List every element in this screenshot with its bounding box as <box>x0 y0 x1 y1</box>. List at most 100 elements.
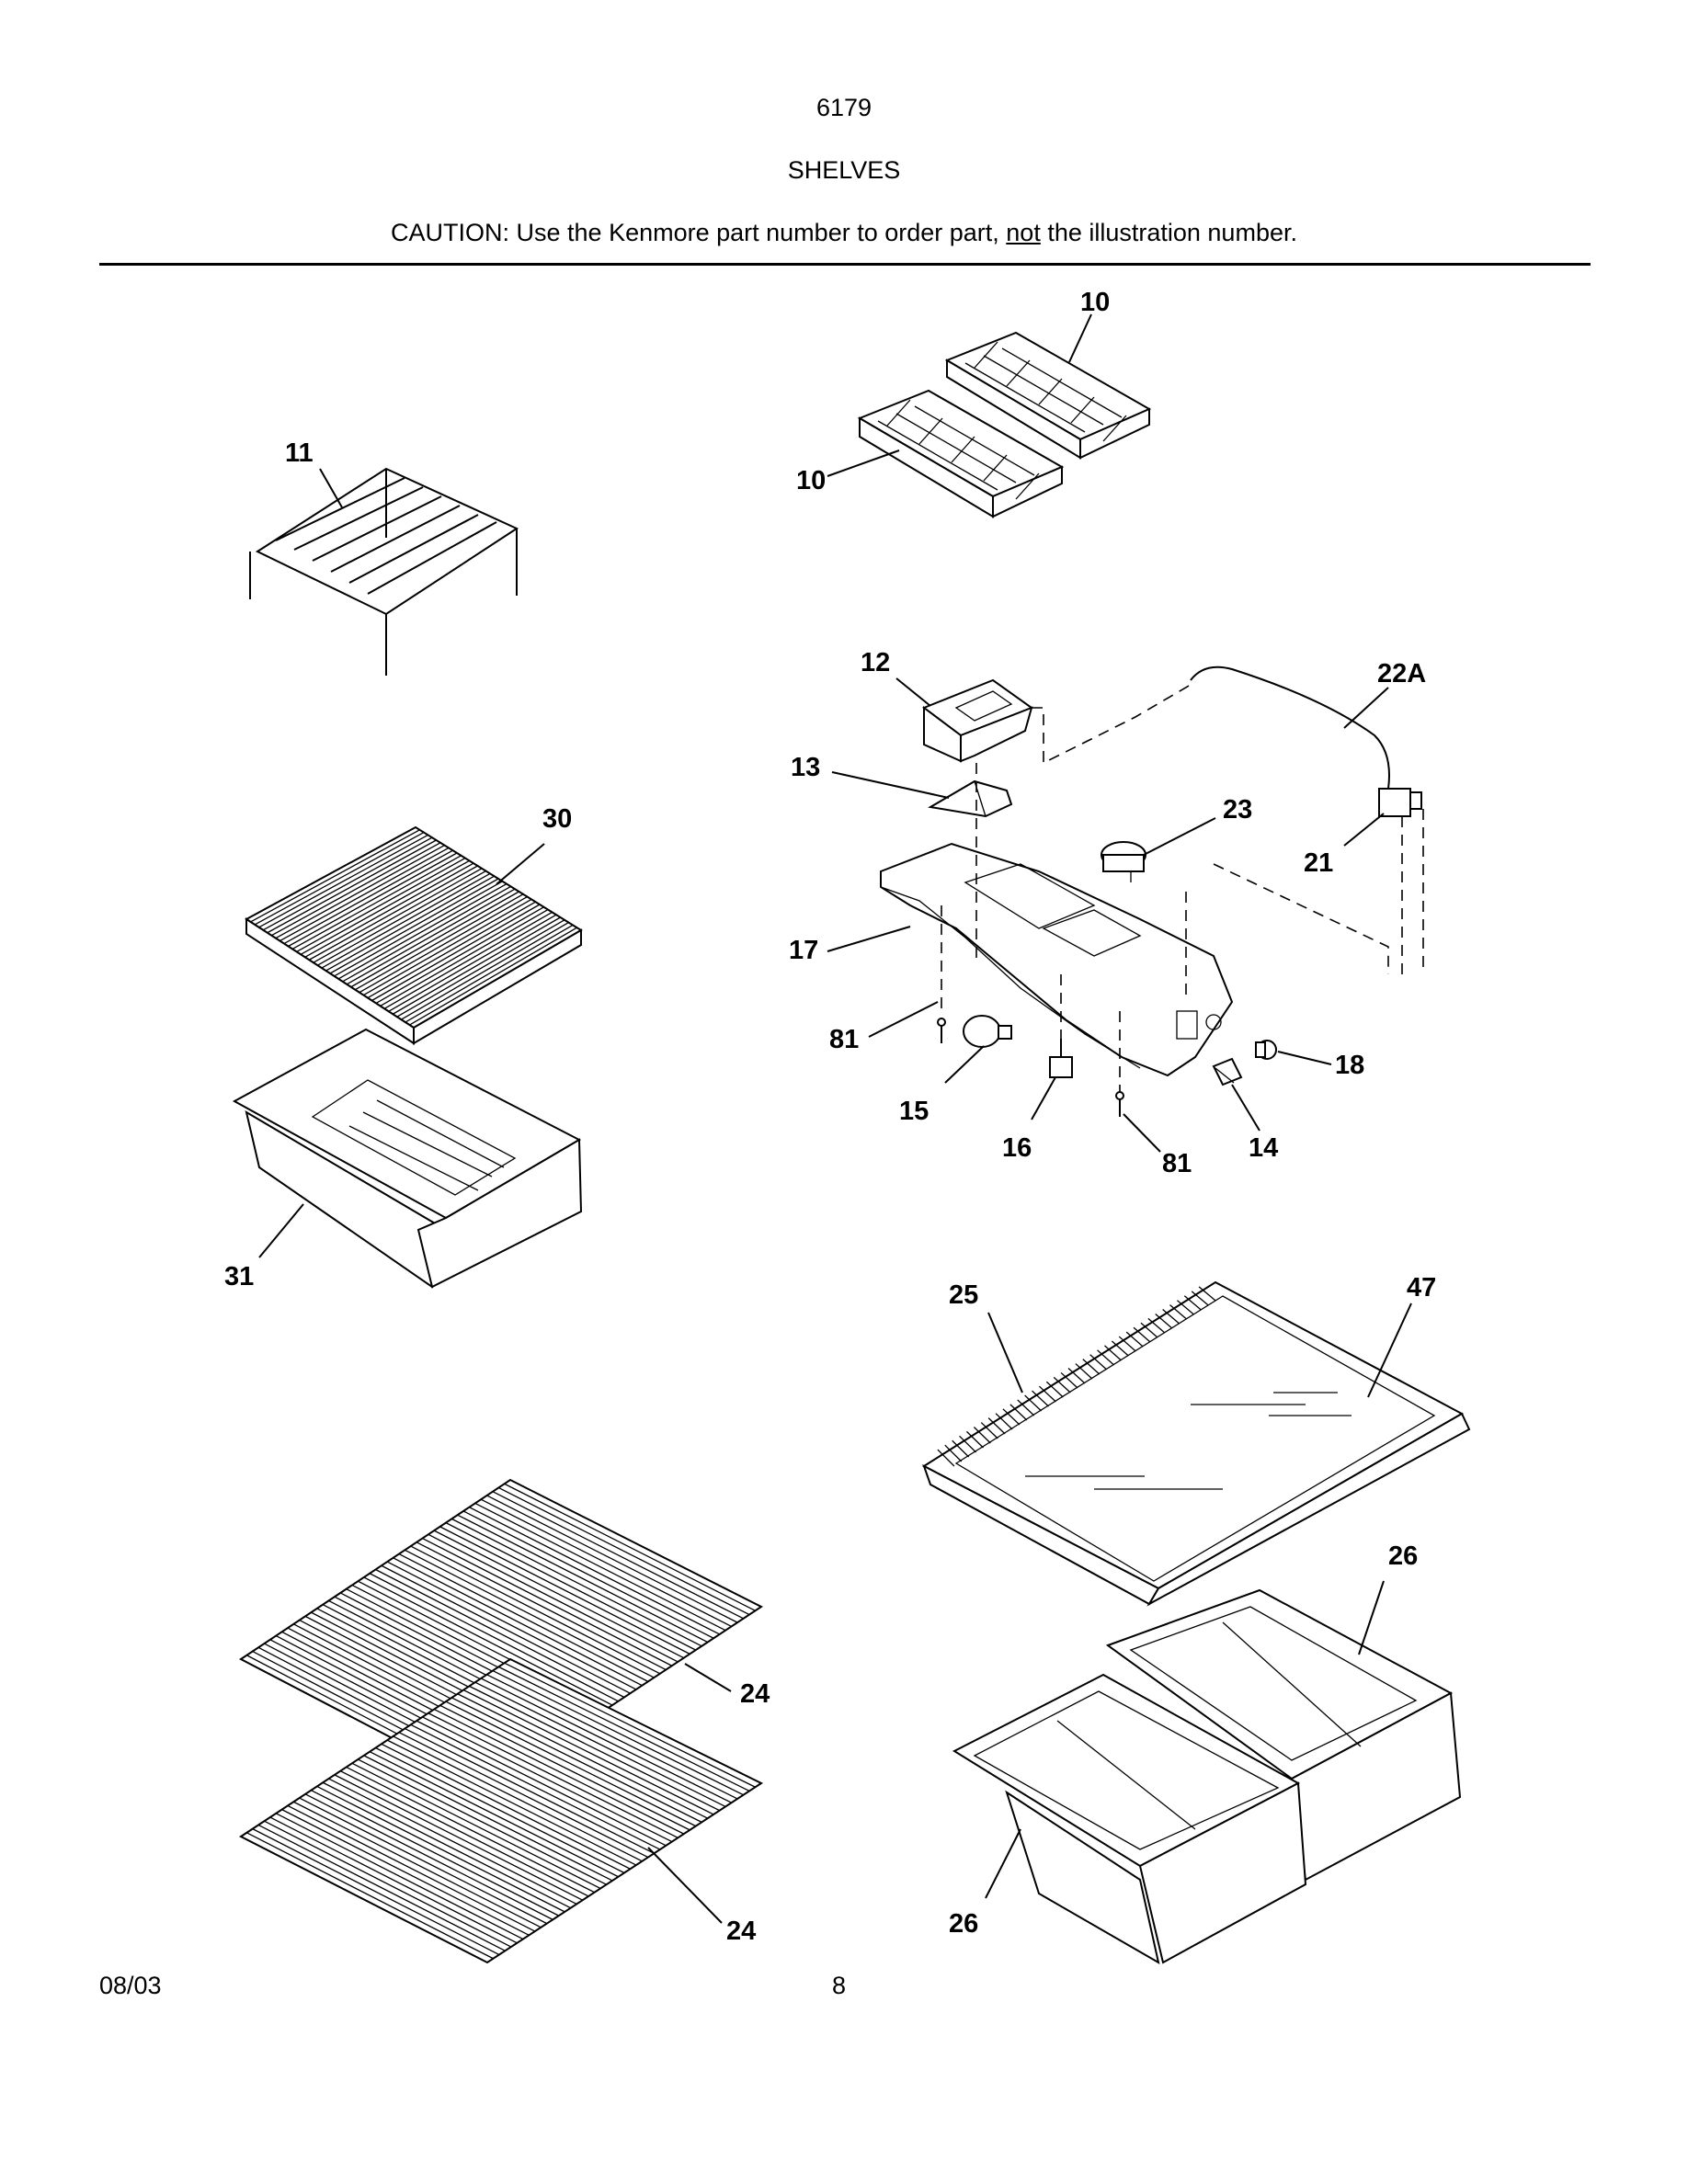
hatch-line <box>405 1549 655 1678</box>
ice-bucket <box>921 678 1034 763</box>
hatch-line <box>401 922 569 1020</box>
hatch-line <box>339 1770 589 1897</box>
glass-shelf-assembly <box>921 1280 1471 1607</box>
hatch-line <box>410 1545 661 1675</box>
hatch-line <box>375 906 544 1005</box>
hatch-line <box>439 1704 690 1831</box>
control-module <box>1101 841 1146 882</box>
caution-notice: CAUTION: Use the Kenmore part number to … <box>0 219 1688 247</box>
hatch-line <box>275 1813 524 1940</box>
hatch-line <box>987 1417 1006 1435</box>
hatch-line <box>451 1697 702 1823</box>
hatch-line <box>451 1518 702 1647</box>
hatch-line <box>439 1526 690 1655</box>
ice-tray-bottom <box>857 389 1065 518</box>
callout-ice-tray-bottom: 10 <box>796 466 826 495</box>
socket <box>1049 1039 1073 1078</box>
hatch-line <box>371 904 541 1002</box>
hatch-line <box>381 1743 631 1870</box>
hatch-line <box>497 1486 750 1616</box>
leader-meat-pan <box>258 1203 304 1258</box>
hatch-line <box>486 1495 738 1623</box>
thermostat <box>1378 788 1422 817</box>
hatch-line <box>1111 1340 1129 1357</box>
hatch-line <box>270 842 441 937</box>
hatch-line <box>279 847 450 942</box>
footer-date: 08/03 <box>99 1972 162 1999</box>
hatch-line <box>363 1576 613 1706</box>
hatch-line <box>492 1670 744 1796</box>
hatch-line <box>304 1793 553 1920</box>
hatch-line <box>1118 1336 1136 1352</box>
hatch-line <box>1082 1359 1101 1375</box>
hatch-line <box>363 1755 613 1882</box>
hatch-line <box>367 901 536 999</box>
hatch-line <box>291 855 462 950</box>
hatch-line <box>328 1778 577 1905</box>
wire-shelf-bottom <box>239 1657 764 1964</box>
hatch-line <box>416 1541 667 1671</box>
ice-tray-top <box>944 331 1152 460</box>
hatch-line <box>322 1781 571 1909</box>
callout-screw-left: 81 <box>829 1025 859 1054</box>
hatch-line <box>469 1507 720 1635</box>
hatch-line <box>422 1716 673 1843</box>
leader-ice-tray-bottom <box>827 449 900 477</box>
callout-wire-rack: 11 <box>285 438 314 468</box>
hatch-line <box>1169 1304 1187 1320</box>
hatch-line <box>433 1708 685 1835</box>
screw-left <box>937 1018 946 1043</box>
hatch-line <box>937 1449 955 1467</box>
hatch-line <box>375 1746 625 1874</box>
hatch-line <box>405 1727 655 1854</box>
callout-knob: 18 <box>1335 1051 1364 1080</box>
hatch-line <box>1060 1371 1078 1389</box>
hatch-line <box>1002 1408 1021 1426</box>
leader-ice-tray-top <box>1068 313 1092 363</box>
hatch-line <box>462 1510 714 1639</box>
hatch-line <box>966 1430 984 1449</box>
callout-crisper-right: 26 <box>1388 1541 1418 1571</box>
hatch-line <box>346 888 516 985</box>
hatch-line <box>329 878 499 974</box>
leader-deflector <box>831 771 950 799</box>
hatch-line <box>386 1561 637 1690</box>
hatch-line <box>474 1681 726 1808</box>
hatch-line <box>337 883 508 980</box>
caution-emphasis: not <box>1006 219 1041 246</box>
hatch-line <box>380 909 549 1007</box>
hatch-line <box>369 1751 619 1878</box>
hatch-line <box>281 1809 530 1936</box>
hatch-line <box>250 829 420 923</box>
hatch-line <box>409 927 577 1026</box>
leader-glass-shelf <box>1367 1302 1412 1398</box>
callout-shelf-frame: 25 <box>949 1280 978 1310</box>
hatch-line <box>383 911 553 1009</box>
hatch-line <box>445 1522 697 1651</box>
leader-wire-shelf-bottom <box>647 1847 723 1924</box>
hatch-line <box>1045 1381 1064 1398</box>
hatch-line <box>381 1564 631 1694</box>
hatch-line <box>267 839 437 934</box>
leader-screw-left <box>868 1001 939 1038</box>
hatch-line <box>369 1573 619 1702</box>
footer-page-number: 8 <box>832 1972 847 1999</box>
hatch-line <box>1017 1399 1035 1416</box>
hatch-line <box>944 1444 963 1462</box>
leader-crisper-right <box>1358 1580 1385 1655</box>
hatch-line <box>1176 1300 1194 1315</box>
glass-panel <box>954 1295 1436 1582</box>
hatch-line <box>1133 1326 1151 1343</box>
leader-light-bulb <box>944 1045 985 1084</box>
hatch-line <box>480 1498 732 1627</box>
leader-wire-shelf-top <box>684 1663 732 1692</box>
leader-thermostat <box>1343 813 1385 847</box>
callout-control-module: 23 <box>1223 795 1252 825</box>
light-switch <box>1212 1057 1243 1086</box>
hatch-line <box>386 1739 637 1866</box>
model-number: 6179 <box>815 94 873 121</box>
crisper-cover <box>245 825 583 1045</box>
hatch-line <box>1053 1376 1071 1393</box>
hatch-line <box>293 1801 542 1928</box>
callout-deflector: 13 <box>791 753 820 782</box>
